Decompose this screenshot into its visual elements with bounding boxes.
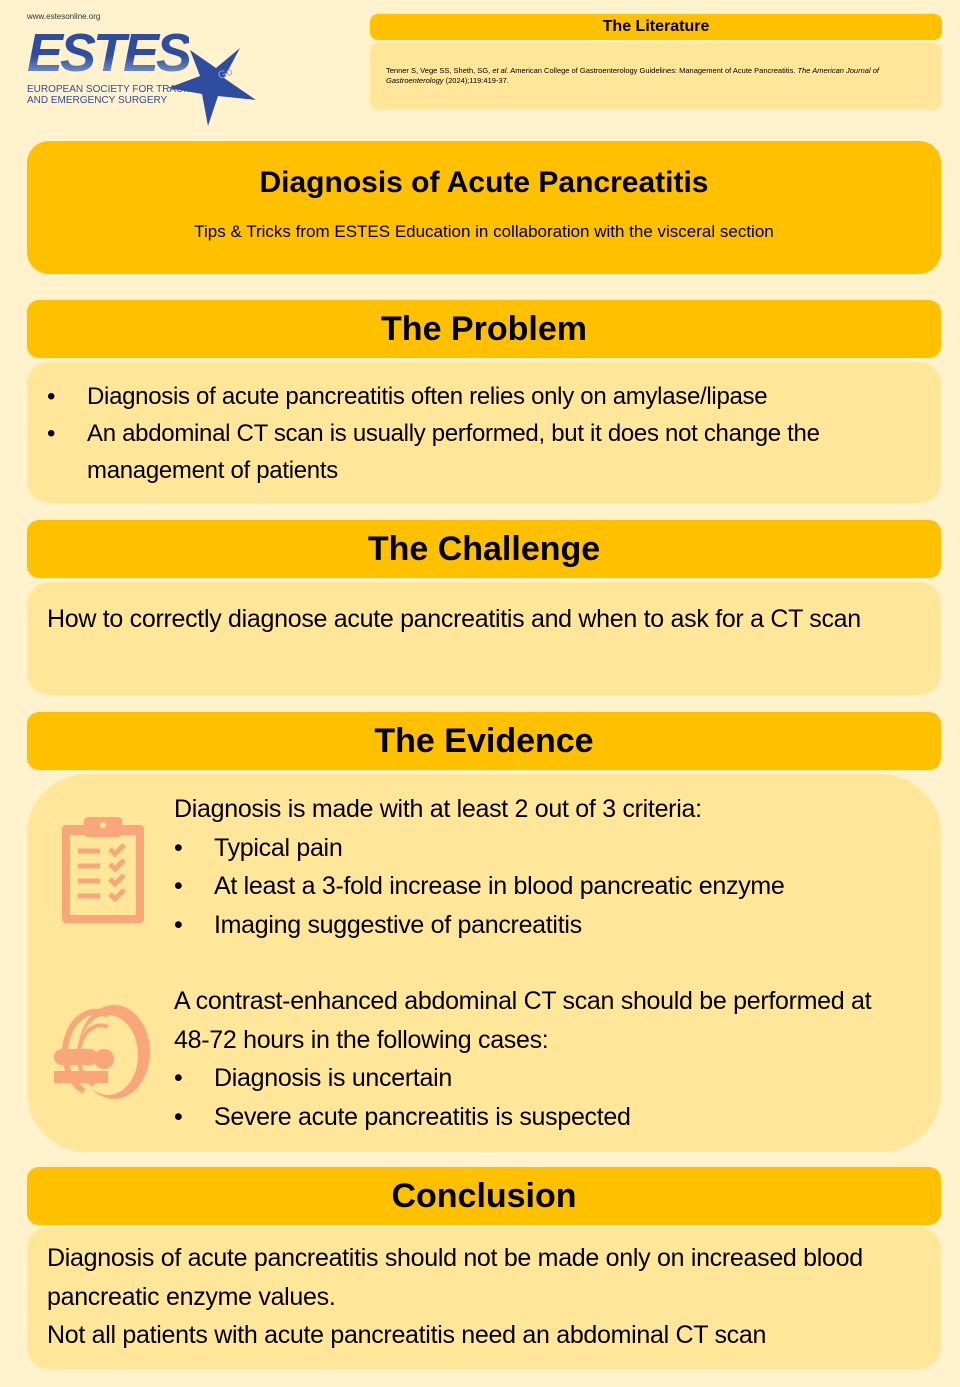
logo-url: www.estesonline.org — [27, 12, 101, 21]
conclusion-box: Diagnosis of acute pancreatitis should n… — [27, 1227, 941, 1369]
content-column: Diagnosis of Acute Pancreatitis Tips & T… — [27, 141, 941, 1369]
list-item: Diagnosis is uncertain — [174, 1059, 911, 1098]
evidence-box: Diagnosis is made with at least 2 out of… — [27, 774, 941, 1152]
star-icon — [168, 48, 256, 126]
conclusion-heading: Conclusion — [27, 1167, 941, 1225]
list-item: Imaging suggestive of pancreatitis — [174, 906, 911, 945]
challenge-heading: The Challenge — [27, 520, 941, 578]
logo-wordmark: ESTES — [27, 26, 190, 80]
header-banner: Diagnosis of Acute Pancreatitis Tips & T… — [27, 141, 941, 274]
literature-citation: Tenner S, Vege SS, Sheth, SG, et al. Ame… — [370, 42, 942, 110]
ct-scanner-icon — [54, 1005, 150, 1099]
list-item: Severe acute pancreatitis is suspected — [174, 1098, 911, 1137]
problem-heading: The Problem — [27, 300, 941, 358]
conclusion-line: Not all patients with acute pancreatitis… — [47, 1321, 767, 1349]
page-title: Diagnosis of Acute Pancreatitis — [259, 166, 709, 199]
conclusion-line: Diagnosis of acute pancreatitis should n… — [47, 1244, 863, 1311]
problem-box: Diagnosis of acute pancreatitis often re… — [27, 362, 941, 503]
list-item: An abdominal CT scan is usually performe… — [47, 415, 911, 489]
logo-subtitle: EUROPEAN SOCIETY FOR TRAUMA AND EMERGENC… — [27, 84, 198, 106]
list-item: At least a 3-fold increase in blood panc… — [174, 867, 911, 906]
list-item: Diagnosis of acute pancreatitis often re… — [47, 378, 911, 415]
literature-title: The Literature — [370, 14, 942, 40]
criteria-intro: Diagnosis is made with at least 2 out of… — [174, 795, 702, 823]
challenge-box: How to correctly diagnose acute pancreat… — [27, 582, 941, 695]
page-subtitle: Tips & Tricks from ESTES Education in co… — [194, 222, 774, 241]
evidence-heading: The Evidence — [27, 712, 941, 770]
clipboard-checklist-icon — [62, 817, 144, 923]
list-item: Typical pain — [174, 829, 911, 868]
challenge-text: How to correctly diagnose acute pancreat… — [47, 605, 861, 633]
ct-intro: A contrast-enhanced abdominal CT scan sh… — [174, 987, 872, 1054]
